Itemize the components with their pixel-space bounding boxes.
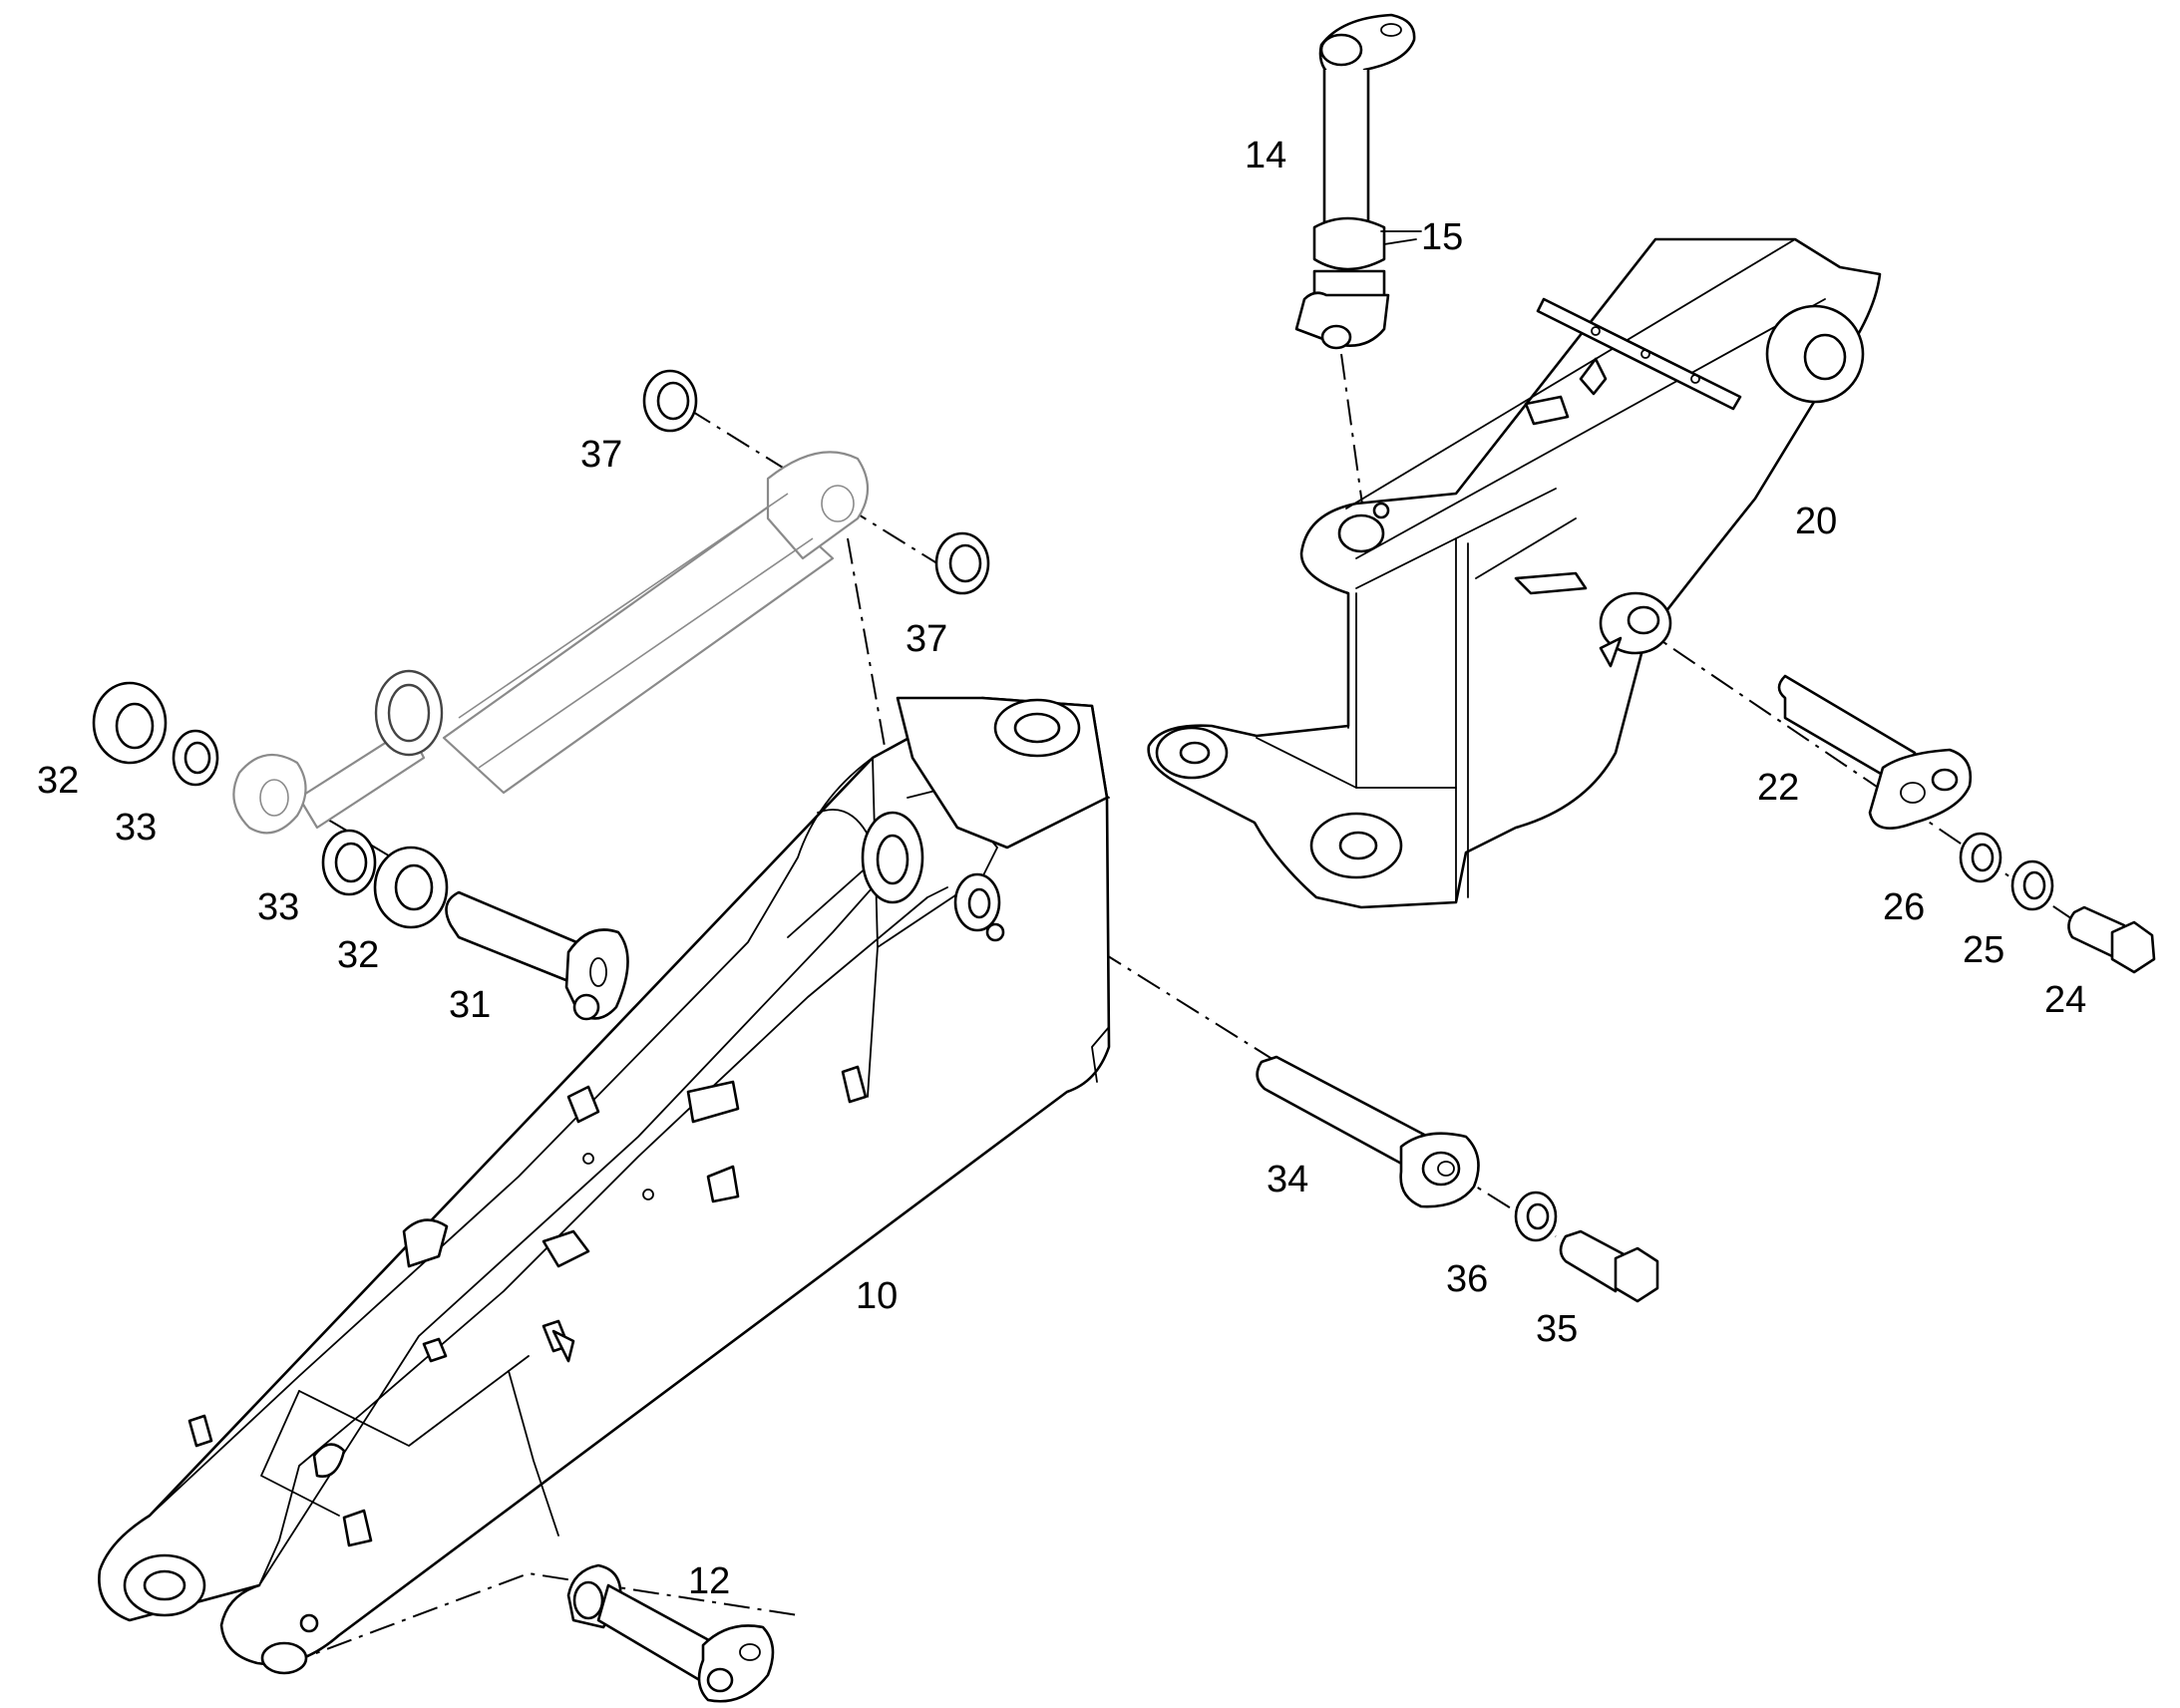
hydraulic-cylinder	[232, 451, 869, 835]
callout-14: 14	[1245, 135, 1286, 176]
pin-part-12	[566, 1563, 775, 1703]
callout-32-right: 32	[337, 934, 379, 976]
washer-part-33-right	[321, 829, 377, 896]
bushing-part-32-left	[92, 681, 168, 765]
callout-22: 22	[1757, 767, 1799, 809]
washer-part-37-upper	[642, 369, 698, 433]
washer-part-36	[1514, 1191, 1558, 1242]
callout-35: 35	[1536, 1308, 1578, 1350]
callout-12: 12	[688, 1560, 730, 1602]
callout-10: 10	[856, 1275, 898, 1317]
bolt-part-24	[2067, 905, 2156, 974]
bushing-part-32-right	[373, 846, 449, 929]
callout-25: 25	[1963, 929, 2004, 971]
washer-part-26	[1959, 832, 2002, 883]
pin-part-22	[1777, 674, 1973, 830]
swing-pin-part-14	[1294, 13, 1422, 350]
callout-31: 31	[449, 984, 491, 1026]
callout-36: 36	[1446, 1258, 1488, 1300]
callout-26: 26	[1883, 886, 1925, 928]
callout-34: 34	[1267, 1159, 1308, 1200]
leader-line-15	[1383, 238, 1417, 245]
callout-24: 24	[2044, 979, 2086, 1021]
washer-part-25	[2010, 859, 2054, 911]
washer-part-33-left	[172, 729, 219, 787]
callouts: 14 15 20 37 37 32 33 33 32 31 22 26 25 2…	[37, 135, 2086, 1602]
callout-33-right: 33	[257, 886, 299, 928]
pin-part-34	[1256, 1055, 1480, 1208]
callout-32-left: 32	[37, 760, 79, 802]
washer-part-37-lower	[934, 531, 990, 595]
callout-33-left: 33	[115, 807, 157, 849]
callout-15: 15	[1421, 216, 1463, 258]
swing-bracket-part-20	[1147, 237, 1882, 909]
callout-20: 20	[1795, 501, 1837, 542]
bolt-part-35	[1559, 1229, 1659, 1303]
boom-part-10	[98, 696, 1111, 1675]
callout-37-lower: 37	[906, 618, 947, 660]
callout-37-upper: 37	[580, 434, 622, 476]
pin-part-31	[445, 890, 629, 1021]
